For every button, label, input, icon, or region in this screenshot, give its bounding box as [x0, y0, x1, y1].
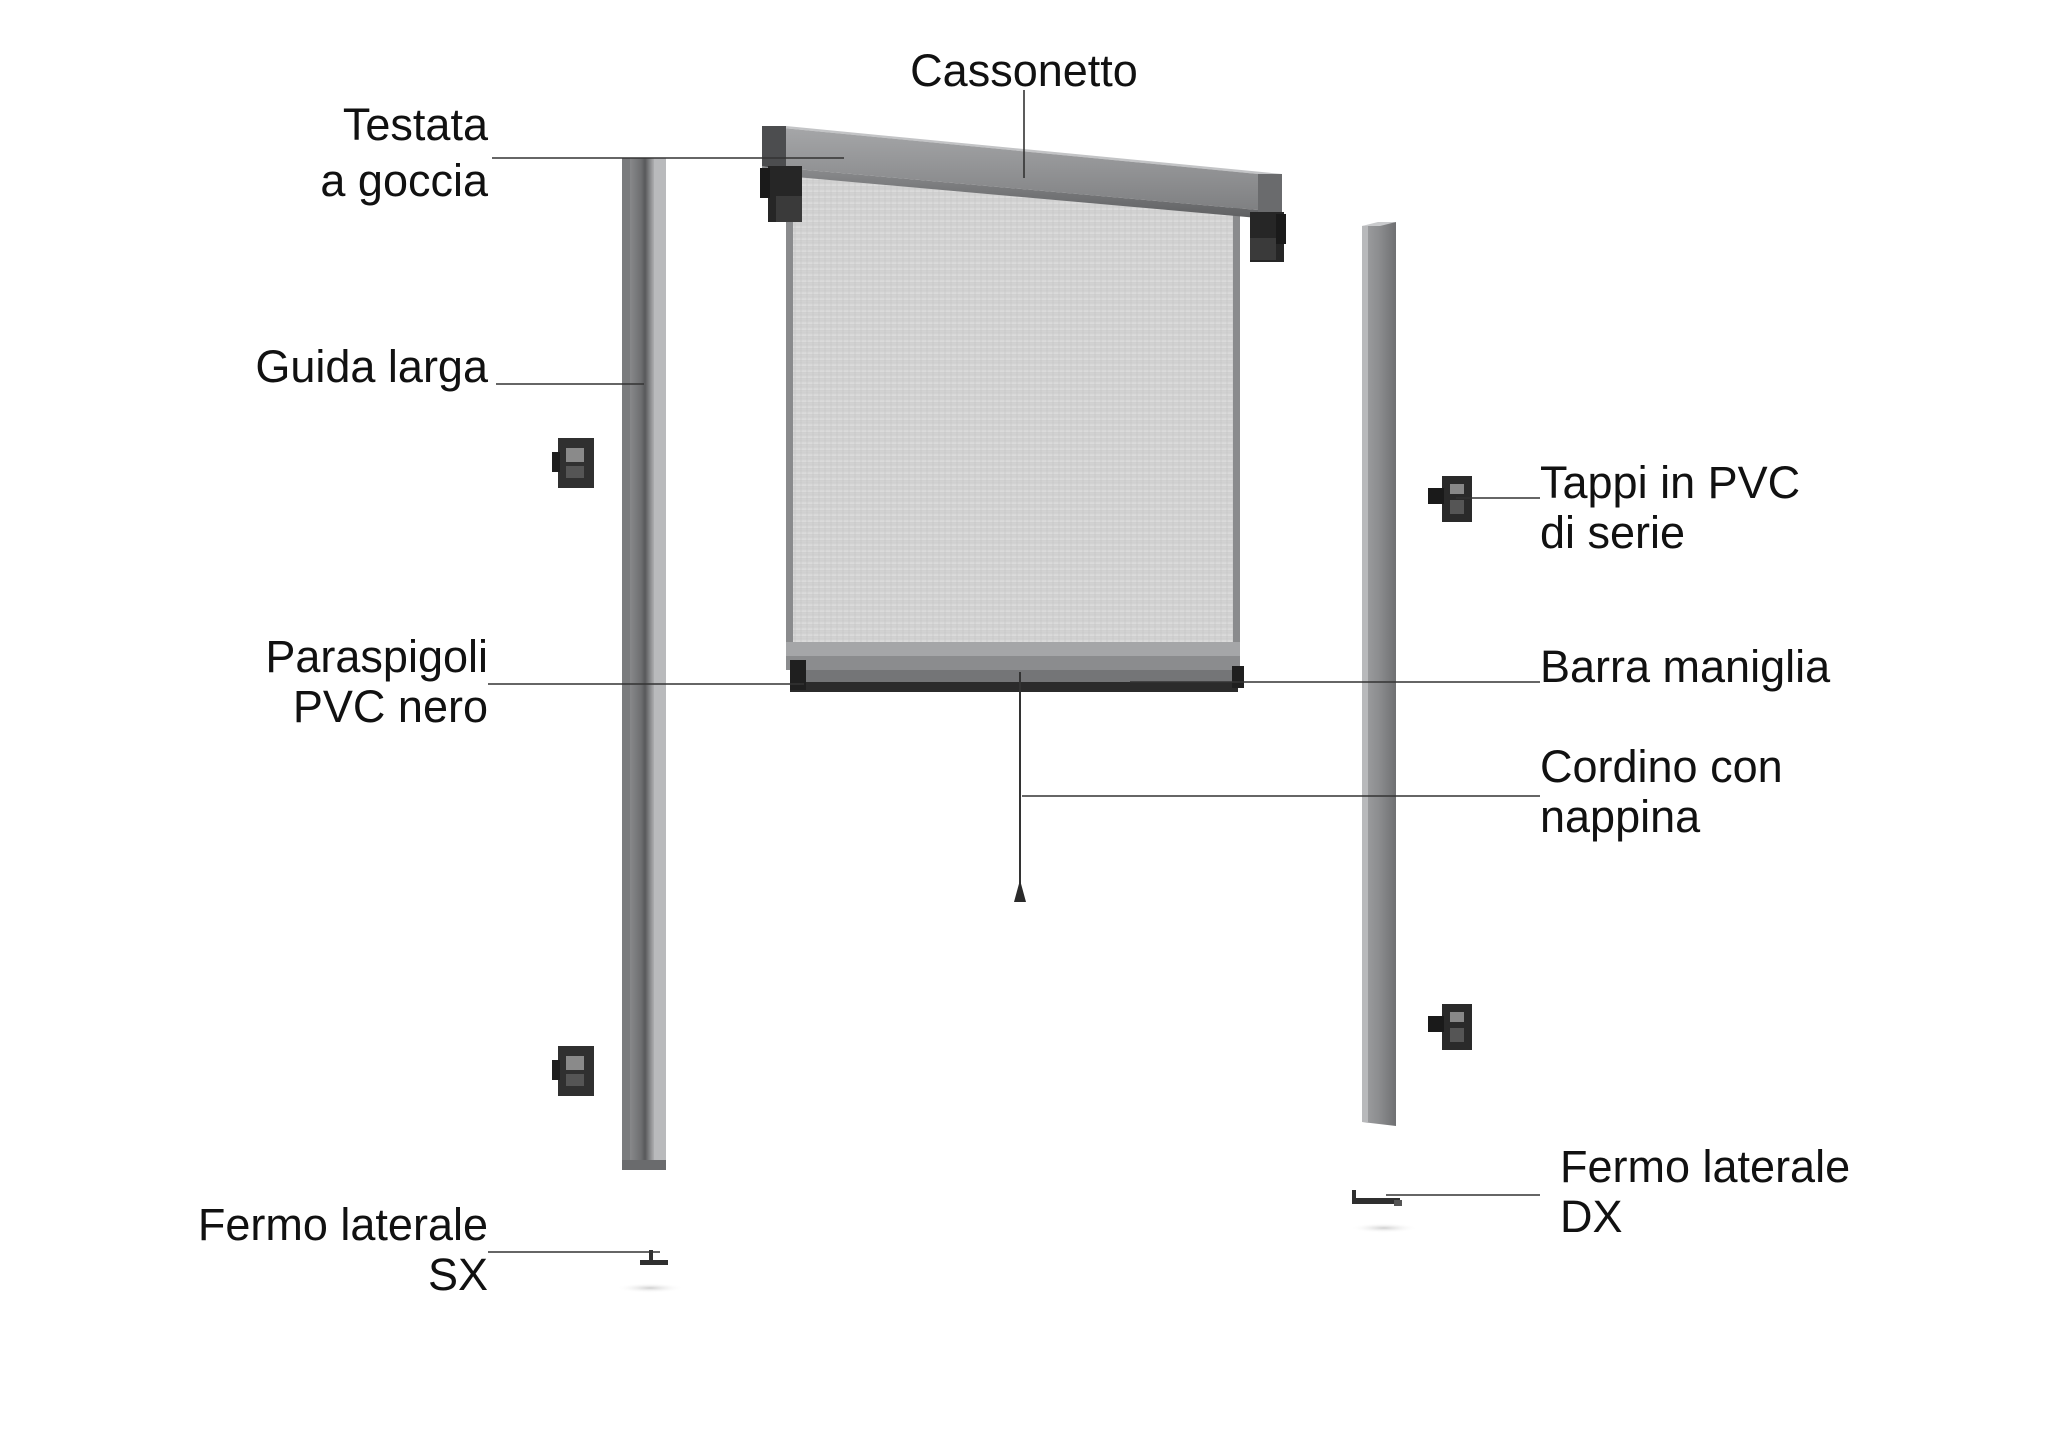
label-paraspigoli-pvc-nero: Paraspigoli PVC nero — [188, 632, 488, 732]
label-fermo-sx-line1: Fermo laterale — [197, 1199, 488, 1250]
label-fermo-laterale-sx: Fermo laterale SX — [138, 1200, 488, 1300]
fermo-laterale-dx-part — [1350, 1190, 1418, 1233]
label-guida-larga: Guida larga — [188, 342, 488, 392]
label-cassonetto-text: Cassonetto — [910, 45, 1138, 96]
label-fermo-sx-line2: SX — [427, 1249, 488, 1300]
label-tappi-line1: Tappi in PVC — [1540, 457, 1801, 508]
label-barra-text: Barra maniglia — [1540, 641, 1831, 692]
label-barra-maniglia: Barra maniglia — [1540, 642, 1940, 692]
leader-lines — [488, 90, 1540, 1253]
testata-cap-left — [760, 166, 802, 222]
label-tappi-in-pvc: Tappi in PVC di serie — [1540, 458, 1940, 558]
left-clip-upper — [552, 438, 594, 488]
label-testata-line2: a goccia — [320, 155, 488, 206]
label-paraspigoli-line2: PVC nero — [292, 681, 488, 732]
barra-maniglia — [786, 642, 1244, 692]
tappi-pvc-clip-lower — [1428, 1004, 1472, 1050]
label-cordino-line2: nappina — [1540, 791, 1701, 842]
cordino-con-nappina — [1014, 672, 1026, 902]
label-testata-a-goccia: Testata a goccia — [188, 100, 488, 206]
right-rail — [1362, 222, 1396, 1126]
label-fermo-laterale-dx: Fermo laterale DX — [1560, 1142, 1980, 1242]
cassonetto-box — [762, 126, 1282, 218]
label-cassonetto: Cassonetto — [896, 46, 1152, 96]
mesh-screen — [786, 176, 1240, 660]
label-testata-line1: Testata — [342, 99, 488, 150]
label-cordino-line1: Cordino con — [1540, 741, 1783, 792]
label-fermo-dx-line1: Fermo laterale — [1560, 1141, 1851, 1192]
tappi-pvc-clip-upper — [1428, 476, 1472, 522]
left-clip-lower — [552, 1046, 594, 1096]
label-guida-larga-text: Guida larga — [255, 341, 488, 392]
testata-cap-right — [1250, 212, 1286, 262]
label-paraspigoli-line1: Paraspigoli — [265, 631, 488, 682]
guida-larga-left-rail — [622, 158, 666, 1170]
fermo-laterale-sx-part — [616, 1250, 684, 1293]
label-tappi-line2: di serie — [1540, 507, 1686, 558]
label-fermo-dx-line2: DX — [1560, 1191, 1623, 1242]
label-cordino-con-nappina: Cordino con nappina — [1540, 742, 1940, 842]
